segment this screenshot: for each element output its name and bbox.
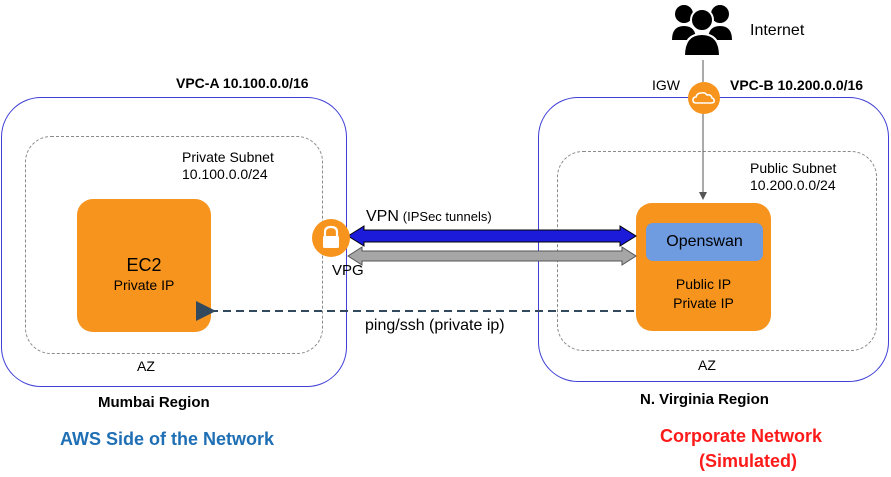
corporate-network-label: Corporate Network — [660, 426, 823, 446]
aws-side-label: AWS Side of the Network — [60, 429, 275, 449]
public-subnet-cidr: 10.200.0.0/24 — [750, 177, 836, 193]
users-icon — [672, 5, 732, 57]
ec2-title: EC2 — [126, 255, 162, 275]
ec2-private-ip: Private IP — [113, 277, 175, 293]
az-label-a: AZ — [137, 358, 155, 374]
igw-label: IGW — [652, 77, 680, 93]
openswan-public-ip: Public IP — [675, 276, 732, 292]
private-subnet-cidr: 10.100.0.0/24 — [182, 166, 268, 182]
grey-tunnel-arrow — [347, 246, 637, 266]
openswan-instance[interactable]: Openswan Public IP Private IP — [636, 203, 771, 331]
mumbai-region-label: Mumbai Region — [98, 394, 210, 411]
vpc-b-title: VPC-B 10.200.0.0/16 — [730, 77, 864, 93]
vpn-arrow — [347, 225, 637, 247]
vpn-label: VPN — [366, 208, 399, 225]
openswan-box — [646, 223, 763, 261]
corporate-simulated-label: (Simulated) — [699, 451, 798, 471]
public-subnet-name: Public Subnet — [750, 160, 837, 176]
internet-label: Internet — [750, 22, 805, 39]
openswan-title: Openswan — [666, 233, 743, 250]
vpc-a-title: VPC-A 10.100.0.0/16 — [176, 75, 309, 91]
lock-icon — [312, 219, 350, 257]
vpg-label: VPG — [332, 262, 364, 279]
cloud-icon — [688, 82, 720, 114]
ec2-instance[interactable]: EC2 Private IP — [77, 199, 211, 332]
az-label-b: AZ — [698, 357, 716, 373]
ping-label: ping/ssh (private ip) — [365, 317, 505, 334]
private-subnet-name: Private Subnet — [182, 149, 274, 165]
vpn-label-wrap: VPN (IPSec tunnels) — [366, 208, 492, 225]
vpn-sublabel: (IPSec tunnels) — [402, 209, 492, 224]
virginia-region-label: N. Virginia Region — [640, 391, 769, 408]
openswan-private-ip: Private IP — [673, 295, 734, 311]
